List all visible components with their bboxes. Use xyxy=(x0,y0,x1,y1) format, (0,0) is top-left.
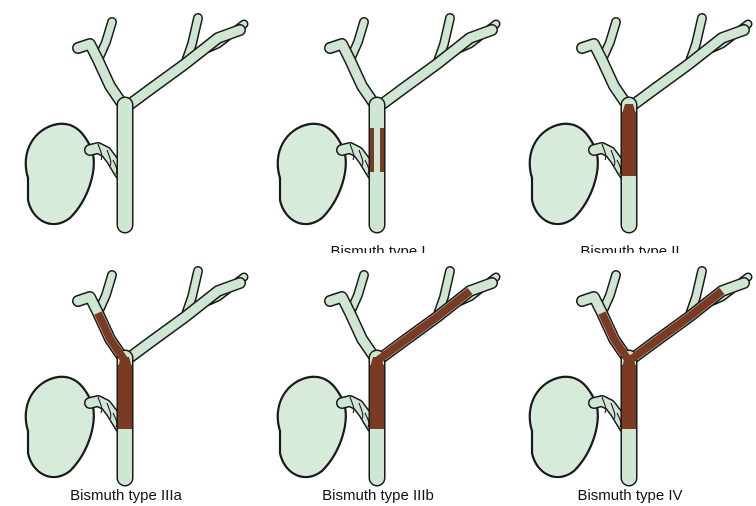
right-hepatic-duct xyxy=(78,44,125,108)
tumor-right-hepatic xyxy=(602,313,629,361)
tumor-common-hepatic xyxy=(622,112,636,176)
gallbladder xyxy=(26,377,94,477)
gallbladder xyxy=(26,124,94,224)
panel-normal-anatomy xyxy=(0,0,252,253)
gallbladder xyxy=(278,377,346,477)
left-hepatic-duct xyxy=(125,30,240,108)
panel-bismuth-type-iiia: Bismuth type IIIa xyxy=(0,253,252,506)
panel-caption: Bismuth type IIIb xyxy=(252,487,504,504)
panel-caption: Bismuth type II xyxy=(504,243,756,253)
panel-bismuth-type-iiib: Bismuth type IIIb xyxy=(252,253,504,506)
gallbladder xyxy=(530,377,598,477)
right-hepatic-duct xyxy=(330,44,377,108)
biliary-tree-illustration xyxy=(504,253,756,506)
tumor-right-hepatic xyxy=(98,313,125,361)
tumor-band-left xyxy=(370,128,374,172)
biliary-tree-illustration xyxy=(252,253,504,506)
biliary-tree-illustration xyxy=(252,0,504,253)
tumor-left-hepatic xyxy=(377,291,470,361)
panel-bismuth-type-ii: Bismuth type II xyxy=(504,0,756,253)
right-hepatic-duct xyxy=(582,44,629,108)
tumor-band-right xyxy=(380,128,384,172)
biliary-tree-illustration xyxy=(0,0,252,253)
left-hepatic-duct xyxy=(377,30,492,108)
tumor-common-hepatic xyxy=(622,365,636,429)
biliary-tree-illustration xyxy=(0,253,252,506)
panel-bismuth-type-iv: Bismuth type IV xyxy=(504,253,756,506)
panel-bismuth-type-i: Bismuth type I xyxy=(252,0,504,253)
panel-caption: Bismuth type I xyxy=(252,243,504,253)
left-hepatic-duct xyxy=(125,283,240,361)
panel-caption: Bismuth type IV xyxy=(504,487,756,504)
panel-caption: Bismuth type IIIa xyxy=(0,487,252,504)
tumor-common-hepatic xyxy=(118,365,132,429)
tumor-left-hepatic xyxy=(629,291,722,361)
biliary-tree-illustration xyxy=(504,0,756,253)
left-hepatic-duct xyxy=(629,30,744,108)
gallbladder xyxy=(530,124,598,224)
gallbladder xyxy=(278,124,346,224)
right-hepatic-duct xyxy=(330,297,377,361)
tumor-common-hepatic xyxy=(370,365,384,429)
